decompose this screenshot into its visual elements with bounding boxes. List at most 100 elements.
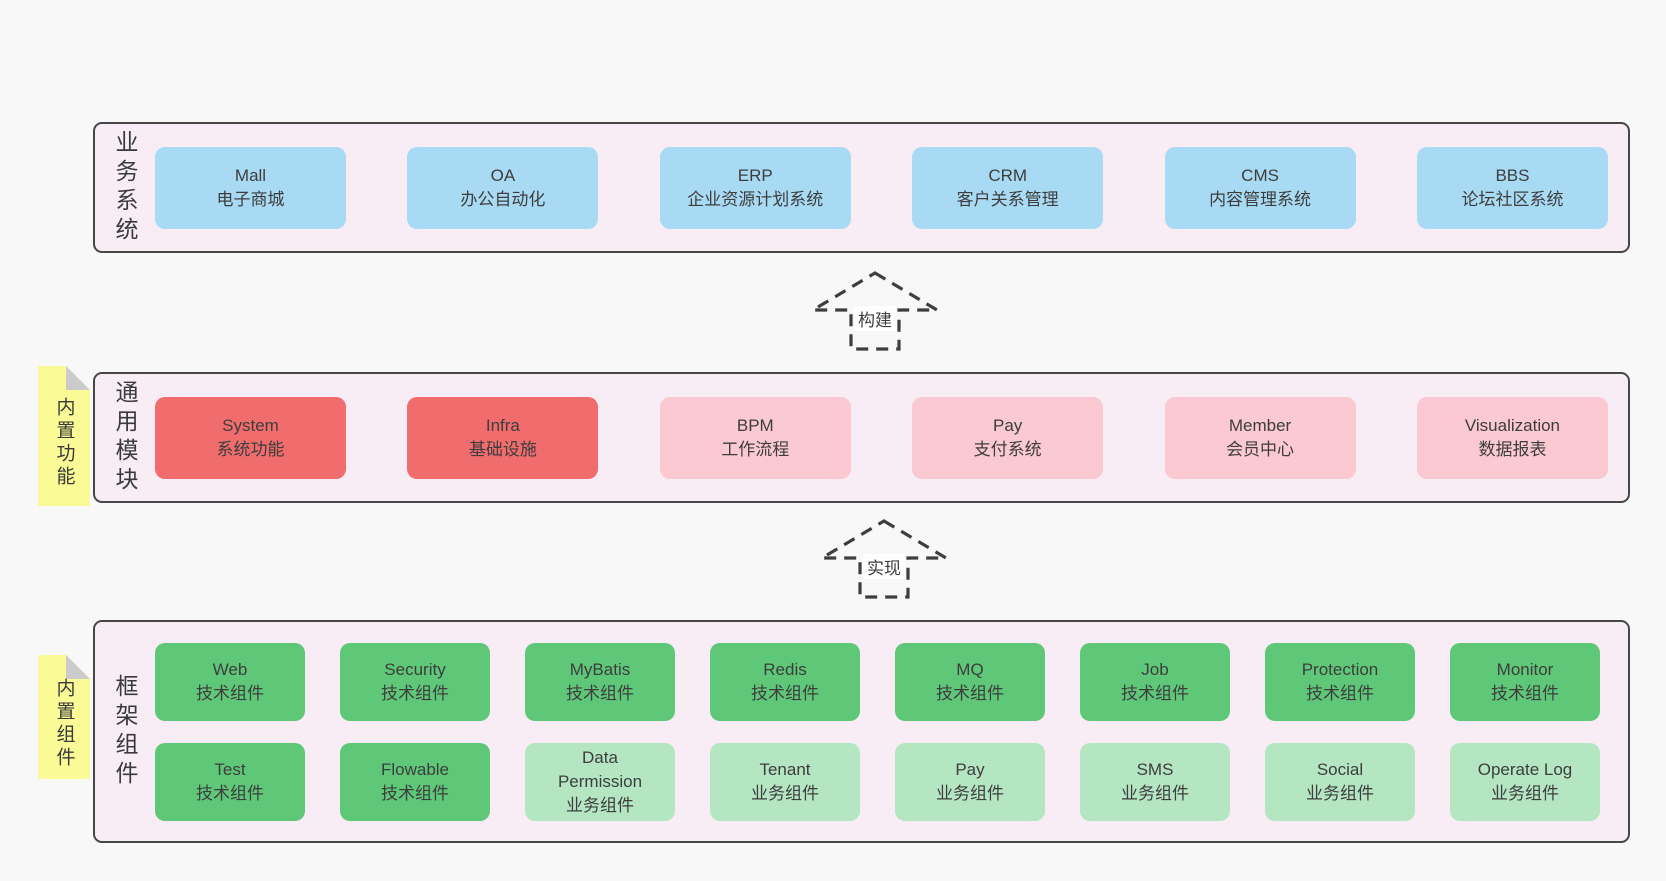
- sticky-note-built-in-features: 内置功能: [38, 366, 90, 506]
- box-cms-desc: 内容管理系统: [1209, 189, 1312, 209]
- box-mall-desc: 电子商城: [216, 189, 285, 209]
- folded-corner-icon: [66, 655, 90, 679]
- box-job-name: Job: [1141, 659, 1169, 679]
- layer-label-business-systems: 业务系统: [112, 129, 138, 246]
- box-data-permission: Data Permission 业务组件: [525, 742, 675, 821]
- box-pay-module-desc: 支付系统: [973, 439, 1042, 459]
- box-sms: SMS 业务组件: [1080, 742, 1230, 821]
- box-pay-module: Pay 支付系统: [912, 396, 1104, 479]
- box-sms-name: SMS: [1136, 759, 1174, 779]
- box-bpm: BPM 工作流程: [659, 396, 851, 479]
- box-tenant: Tenant 业务组件: [710, 742, 860, 821]
- box-operate-log-desc: 业务组件: [1491, 783, 1559, 803]
- box-infra-desc: 基础设施: [468, 439, 537, 459]
- box-infra: Infra 基础设施: [407, 396, 599, 479]
- box-tenant-desc: 业务组件: [751, 783, 819, 803]
- box-protection-name: Protection: [1301, 659, 1379, 679]
- box-flowable-name: Flowable: [380, 759, 450, 779]
- layer-business-systems: 业务系统 Mall 电子商城 OA 办公自动化 ERP 企业资源计划系统 CRM…: [93, 122, 1630, 253]
- sticky-note-built-in-components: 内置组件: [38, 655, 90, 779]
- components-row-2: Test 技术组件 Flowable 技术组件 Data Permission …: [155, 742, 1600, 821]
- box-security-name: Security: [384, 659, 446, 679]
- arrow-implement-label: 实现: [863, 554, 905, 579]
- box-member: Member 会员中心: [1164, 396, 1356, 479]
- box-bbs: BBS 论坛社区系统: [1416, 146, 1608, 229]
- box-security-desc: 技术组件: [381, 683, 449, 703]
- box-pay-component: Pay 业务组件: [895, 742, 1045, 821]
- box-visualization: Visualization 数据报表: [1416, 396, 1608, 479]
- box-pay-component-name: Pay: [955, 759, 985, 779]
- box-pay-component-desc: 业务组件: [936, 783, 1004, 803]
- box-test: Test 技术组件: [155, 742, 305, 821]
- box-member-name: Member: [1228, 415, 1292, 435]
- layer-label-common-modules: 通用模块: [112, 379, 138, 496]
- box-system-name: System: [222, 415, 279, 435]
- components-row-1: Web 技术组件 Security 技术组件 MyBatis 技术组件 Redi…: [155, 642, 1600, 721]
- box-social-name: Social: [1316, 759, 1364, 779]
- box-security: Security 技术组件: [340, 642, 490, 721]
- box-protection: Protection 技术组件: [1265, 642, 1415, 721]
- box-job: Job 技术组件: [1080, 642, 1230, 721]
- box-web-name: Web: [212, 659, 248, 679]
- box-social-desc: 业务组件: [1306, 783, 1374, 803]
- box-bpm-desc: 工作流程: [721, 439, 790, 459]
- box-flowable-desc: 技术组件: [381, 783, 449, 803]
- layer-framework-components: 框架组件 Web 技术组件 Security 技术组件 MyBatis 技术组件…: [93, 620, 1630, 843]
- box-bbs-desc: 论坛社区系统: [1461, 189, 1564, 209]
- box-redis-desc: 技术组件: [751, 683, 819, 703]
- box-monitor-name: Monitor: [1496, 659, 1554, 679]
- box-job-desc: 技术组件: [1121, 683, 1189, 703]
- business-boxes-row: Mall 电子商城 OA 办公自动化 ERP 企业资源计划系统 CRM 客户关系…: [155, 124, 1628, 251]
- box-redis: Redis 技术组件: [710, 642, 860, 721]
- box-data-permission-name: Data Permission: [557, 747, 643, 791]
- sticky-features-label: 内置功能: [53, 397, 75, 489]
- box-protection-desc: 技术组件: [1306, 683, 1374, 703]
- modules-boxes-row: System 系统功能 Infra 基础设施 BPM 工作流程 Pay 支付系统…: [155, 374, 1628, 501]
- box-web: Web 技术组件: [155, 642, 305, 721]
- arrow-build: 构建: [810, 270, 940, 352]
- box-mall-name: Mall: [234, 165, 267, 185]
- box-mq: MQ 技术组件: [895, 642, 1045, 721]
- box-visualization-desc: 数据报表: [1478, 439, 1547, 459]
- folded-corner-icon: [66, 366, 90, 390]
- box-bpm-name: BPM: [736, 415, 774, 435]
- box-member-desc: 会员中心: [1226, 439, 1295, 459]
- box-social: Social 业务组件: [1265, 742, 1415, 821]
- box-operate-log: Operate Log 业务组件: [1450, 742, 1600, 821]
- box-mybatis-name: MyBatis: [569, 659, 631, 679]
- box-web-desc: 技术组件: [196, 683, 264, 703]
- box-crm-desc: 客户关系管理: [956, 189, 1059, 209]
- box-pay-module-name: Pay: [993, 415, 1023, 435]
- box-mq-desc: 技术组件: [936, 683, 1004, 703]
- box-erp: ERP 企业资源计划系统: [659, 146, 851, 229]
- box-cms: CMS 内容管理系统: [1164, 146, 1356, 229]
- sticky-components-label: 内置组件: [53, 678, 75, 770]
- box-visualization-name: Visualization: [1464, 415, 1561, 435]
- arrow-implement: 实现: [819, 518, 949, 600]
- box-tenant-name: Tenant: [759, 759, 811, 779]
- box-mall: Mall 电子商城: [155, 146, 346, 229]
- box-erp-name: ERP: [737, 165, 773, 185]
- box-crm-name: CRM: [988, 165, 1028, 185]
- layer-label-framework-components: 框架组件: [112, 673, 138, 790]
- box-redis-name: Redis: [763, 659, 807, 679]
- box-monitor: Monitor 技术组件: [1450, 642, 1600, 721]
- box-test-desc: 技术组件: [196, 783, 264, 803]
- box-cms-name: CMS: [1241, 165, 1279, 185]
- box-flowable: Flowable 技术组件: [340, 742, 490, 821]
- box-monitor-desc: 技术组件: [1491, 683, 1559, 703]
- box-infra-name: Infra: [485, 415, 520, 435]
- box-mybatis: MyBatis 技术组件: [525, 642, 675, 721]
- box-system-desc: 系统功能: [216, 439, 285, 459]
- box-data-permission-desc: 业务组件: [566, 795, 634, 815]
- box-crm: CRM 客户关系管理: [912, 146, 1104, 229]
- box-test-name: Test: [214, 759, 246, 779]
- box-erp-desc: 企业资源计划系统: [687, 189, 824, 209]
- components-grid: Web 技术组件 Security 技术组件 MyBatis 技术组件 Redi…: [155, 622, 1628, 841]
- box-mybatis-desc: 技术组件: [566, 683, 634, 703]
- arrow-build-label: 构建: [854, 306, 896, 331]
- layer-common-modules: 通用模块 System 系统功能 Infra 基础设施 BPM 工作流程 Pay…: [93, 372, 1630, 503]
- box-sms-desc: 业务组件: [1121, 783, 1189, 803]
- box-oa: OA 办公自动化: [407, 146, 599, 229]
